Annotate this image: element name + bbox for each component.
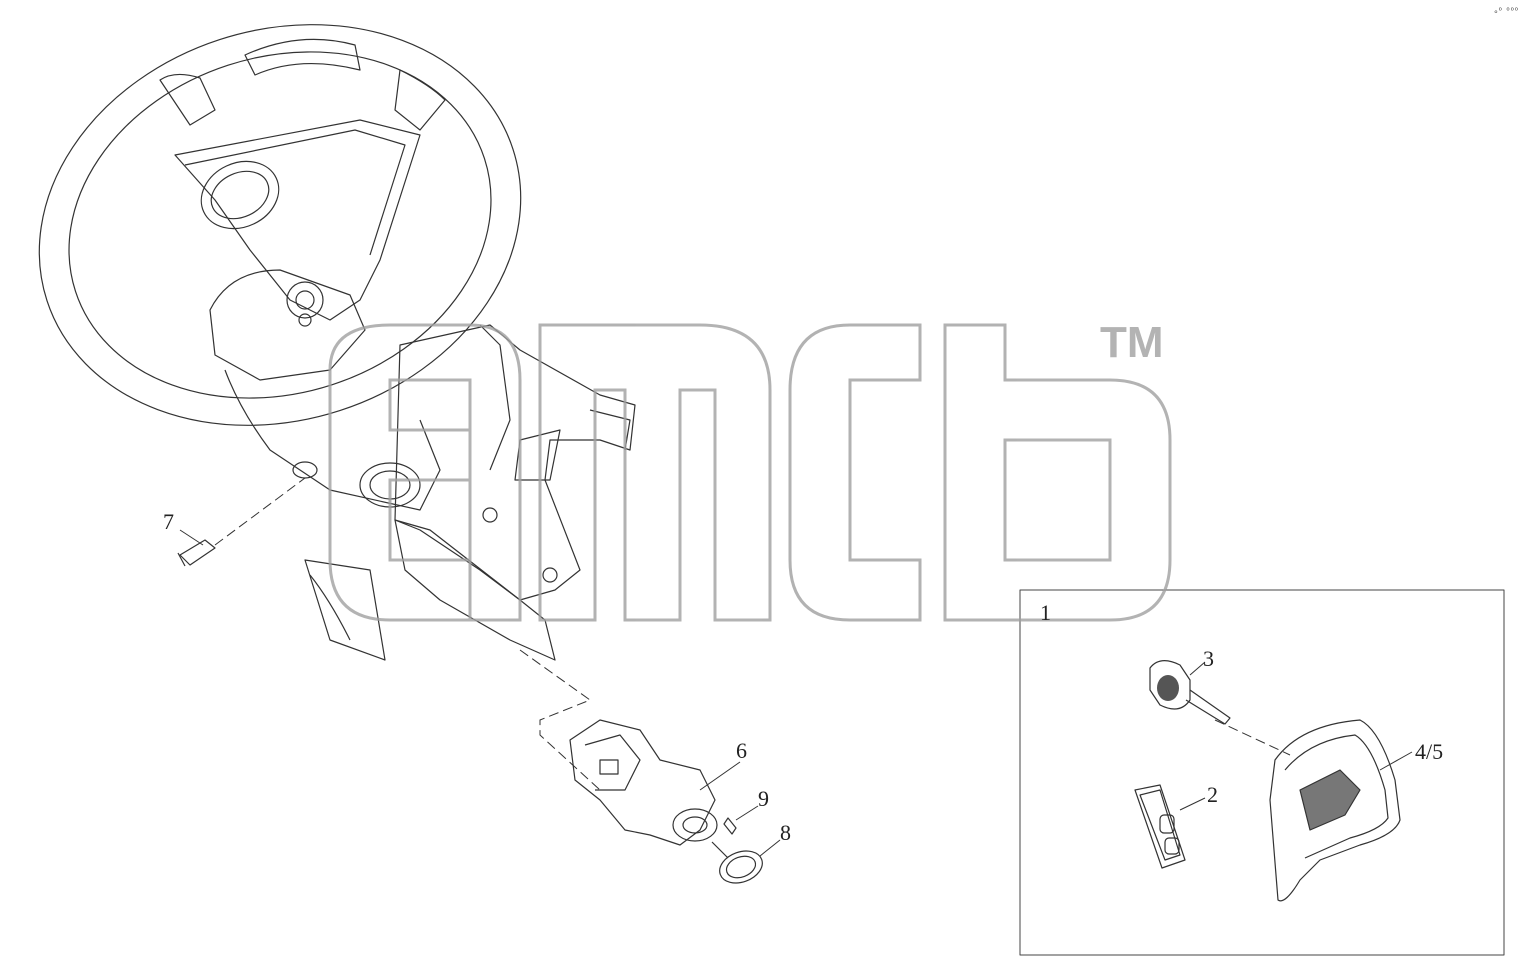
screw-part-9 [723, 805, 759, 835]
steering-wheel [38, 24, 522, 661]
lock-housing-part-4-5 [1269, 719, 1413, 902]
inset-label: 1 [1040, 600, 1051, 625]
key-part-3 [1149, 660, 1231, 725]
assembly-lines [214, 477, 1291, 791]
callout-3: 3 [1203, 646, 1214, 671]
ring-part-8 [711, 839, 781, 884]
ignition-switch-part-6 [569, 719, 741, 846]
inset-frame [1019, 589, 1505, 956]
column-bracket [394, 324, 636, 661]
callout-8: 8 [780, 820, 791, 845]
corner-code: ₒ⁰ ⁰⁰⁰ [1494, 6, 1519, 15]
callout-4-5: 4/5 [1415, 739, 1444, 764]
trademark-mark: TM [1100, 318, 1164, 367]
callout-2: 2 [1207, 782, 1218, 807]
remote-key-part-2 [1134, 784, 1206, 869]
callout-7: 7 [163, 509, 174, 534]
bolt-part-7 [177, 529, 216, 567]
callout-6: 6 [736, 738, 747, 763]
callout-9: 9 [758, 786, 769, 811]
watermark [328, 323, 1172, 622]
